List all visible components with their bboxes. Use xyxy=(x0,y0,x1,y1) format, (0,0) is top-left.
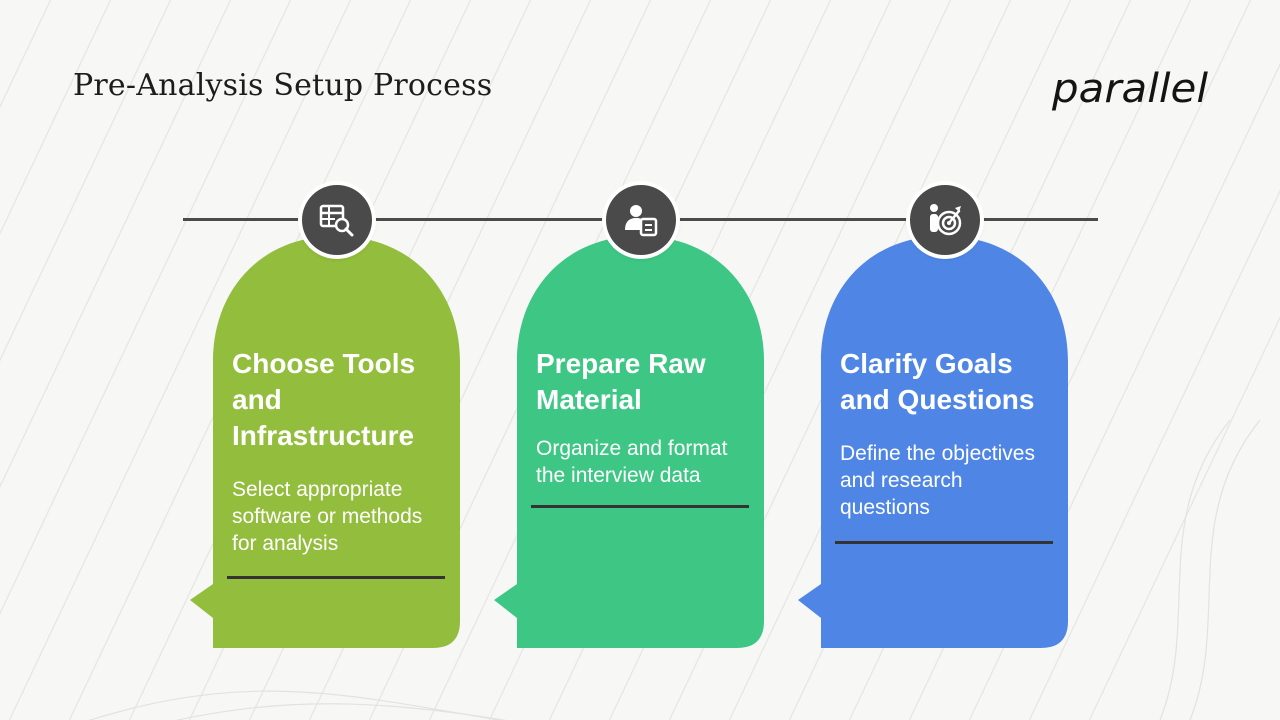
step-icon-badge xyxy=(606,185,676,255)
step-title: Clarify Goals and Questions xyxy=(840,348,1035,415)
step-icon-badge xyxy=(302,185,372,255)
card-divider xyxy=(227,576,445,579)
table-search-icon xyxy=(319,204,354,237)
person-target-icon xyxy=(930,204,962,236)
card-shape xyxy=(798,236,1068,648)
user-document-icon xyxy=(625,205,658,237)
step-description: Select appropriate software or methods f… xyxy=(232,478,423,555)
page-title: Pre-Analysis Setup Process xyxy=(73,68,493,103)
parallel-logo: parallel xyxy=(1051,66,1208,112)
logo-text: parallel xyxy=(1051,66,1208,112)
step-title: Choose Tools and Infrastructure xyxy=(232,348,416,451)
step-card-prepare-raw-material: Prepare Raw Material Organize and format… xyxy=(494,236,764,648)
card-shape xyxy=(190,236,460,648)
step-title: Prepare Raw Material xyxy=(536,348,706,415)
card-divider xyxy=(835,541,1053,544)
step-card-clarify-goals: Clarify Goals and Questions Define the o… xyxy=(798,236,1068,648)
card-divider xyxy=(531,505,749,508)
step-description: Organize and format the interview data xyxy=(536,437,728,487)
step-icon-badge xyxy=(910,185,980,255)
step-description: Define the objectives and research quest… xyxy=(840,442,1035,519)
step-card-choose-tools: Choose Tools and Infrastructure Select a… xyxy=(190,236,460,648)
card-shape xyxy=(494,236,764,648)
